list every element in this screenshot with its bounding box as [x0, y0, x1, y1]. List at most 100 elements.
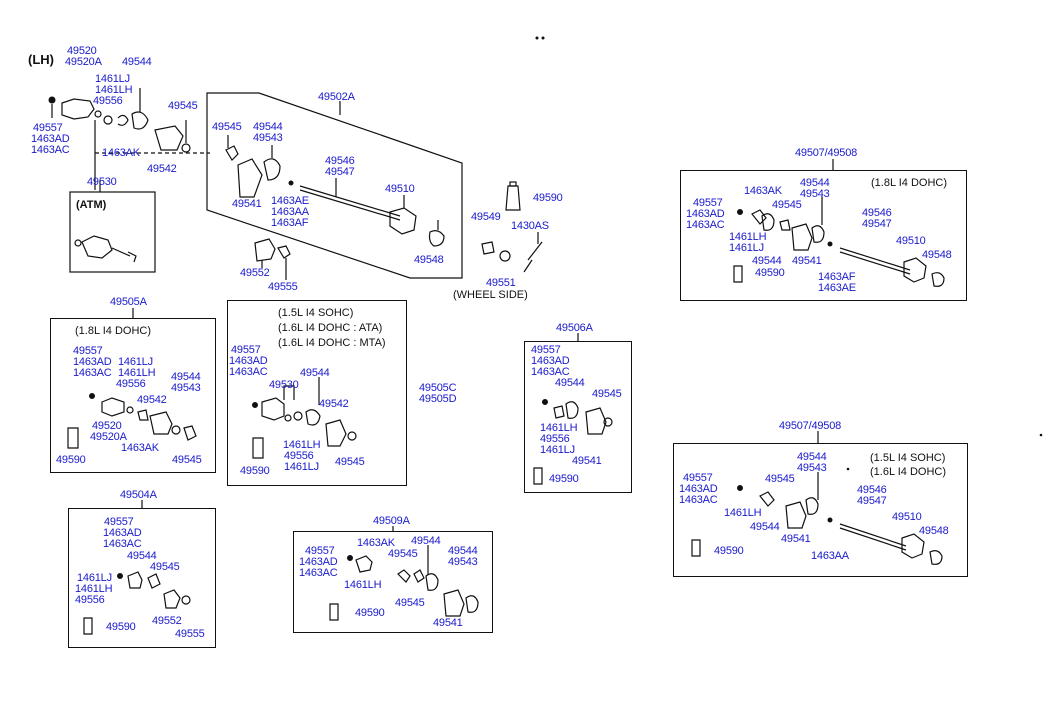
part-label[interactable]: 1463AA	[271, 206, 309, 218]
part-label[interactable]: 49551	[486, 277, 516, 289]
part-label[interactable]: 1461LH	[729, 231, 767, 243]
part-label[interactable]: 49530	[87, 176, 117, 188]
part-label[interactable]: 49590	[240, 465, 270, 477]
part-label[interactable]: 49590	[714, 545, 744, 557]
part-label[interactable]: 49543	[253, 132, 283, 144]
part-label[interactable]: 49557	[531, 344, 561, 356]
part-label[interactable]: 49556	[116, 378, 146, 390]
part-label[interactable]: 1463AD	[686, 208, 725, 220]
part-label[interactable]: 49541	[232, 198, 262, 210]
part-label[interactable]: 1463AC	[531, 366, 570, 378]
part-label[interactable]: 1463AK	[102, 147, 140, 159]
part-label[interactable]: 49545	[150, 561, 180, 573]
part-label[interactable]: 49544	[800, 177, 830, 189]
part-label[interactable]: 49555	[175, 628, 205, 640]
part-label[interactable]: 49541	[792, 255, 822, 267]
part-label[interactable]: 49541	[433, 617, 463, 629]
part-label[interactable]: 49556	[75, 594, 105, 606]
part-label[interactable]: 49543	[448, 556, 478, 568]
part-label[interactable]: 49544	[752, 255, 782, 267]
part-label[interactable]: 49590	[355, 607, 385, 619]
part-label[interactable]: 49590	[755, 267, 785, 279]
part-label[interactable]: 1463AK	[357, 537, 395, 549]
part-label[interactable]: 1461LH	[283, 439, 321, 451]
part-label[interactable]: 49520A	[90, 431, 127, 443]
part-label[interactable]: 1461LJ	[77, 572, 112, 584]
part-label[interactable]: 49544	[750, 521, 780, 533]
part-label[interactable]: 49557	[305, 545, 335, 557]
part-label[interactable]: 49549	[471, 211, 501, 223]
box-title[interactable]: 49507/49508	[779, 420, 842, 432]
part-label[interactable]: 1461LJ	[95, 73, 130, 85]
part-label[interactable]: 49545	[168, 100, 198, 112]
part-label[interactable]: 1463AD	[31, 133, 70, 145]
box-title[interactable]: 49505C	[419, 382, 457, 394]
part-label[interactable]: 1461LH	[724, 507, 762, 519]
part-label[interactable]: 49590	[549, 473, 579, 485]
part-label[interactable]: 49545	[172, 454, 202, 466]
part-label[interactable]: 49541	[781, 533, 811, 545]
part-label[interactable]: 49557	[73, 345, 103, 357]
part-label[interactable]: 49552	[152, 615, 182, 627]
box-title[interactable]: 49505A	[110, 296, 147, 308]
box-title[interactable]: 49507/49508	[795, 147, 858, 159]
part-label[interactable]: 1461LJ	[729, 242, 764, 254]
part-label[interactable]: 1430AS	[511, 220, 549, 232]
part-label[interactable]: 49544	[122, 56, 152, 68]
part-label[interactable]: 49548	[414, 254, 444, 266]
part-label[interactable]: 49590	[533, 192, 563, 204]
part-label[interactable]: 1461LH	[540, 422, 578, 434]
part-label[interactable]: 49542	[137, 394, 167, 406]
part-label[interactable]: 1463AF	[818, 271, 856, 283]
part-label[interactable]: 49555	[268, 281, 298, 293]
part-label[interactable]: 1463AD	[299, 556, 338, 568]
part-label[interactable]: 1463AC	[103, 538, 142, 550]
part-label[interactable]: 49510	[896, 235, 926, 247]
part-label[interactable]: 49544	[253, 121, 283, 133]
part-label[interactable]: 1463AE	[271, 195, 309, 207]
part-label[interactable]: 49544	[797, 451, 827, 463]
part-label[interactable]: 49556	[540, 433, 570, 445]
part-label[interactable]: 49557	[231, 344, 261, 356]
part-label[interactable]: 49557	[104, 516, 134, 528]
part-label[interactable]: 49547	[862, 218, 892, 230]
part-label[interactable]: 49542	[319, 398, 349, 410]
part-label[interactable]: 49541	[572, 455, 602, 467]
part-label[interactable]: 1463AC	[679, 494, 718, 506]
part-label[interactable]: 1463AA	[811, 550, 849, 562]
part-label[interactable]: 49543	[797, 462, 827, 474]
part-label[interactable]: 49546	[325, 155, 355, 167]
part-label[interactable]: 1463AC	[31, 144, 70, 156]
part-label[interactable]: 49545	[388, 548, 418, 560]
part-label[interactable]: 49546	[862, 207, 892, 219]
part-label[interactable]: 1463AC	[229, 366, 268, 378]
part-label[interactable]: 49545	[772, 199, 802, 211]
part-label[interactable]: 1461LJ	[284, 461, 319, 473]
part-label[interactable]: 1463AC	[686, 219, 725, 231]
part-label[interactable]: 49557	[683, 472, 713, 484]
part-label[interactable]: 49544	[411, 535, 441, 547]
part-label[interactable]: 1463AK	[744, 185, 782, 197]
part-label[interactable]: 49543	[171, 382, 201, 394]
part-label[interactable]: 49502A	[318, 91, 355, 103]
part-label[interactable]: 1463AE	[818, 282, 856, 294]
part-label[interactable]: 1461LH	[75, 583, 113, 595]
part-label[interactable]: 1463AC	[299, 567, 338, 579]
part-label[interactable]: 49548	[919, 525, 949, 537]
part-label[interactable]: 49548	[922, 249, 952, 261]
part-label[interactable]: 1463AD	[229, 355, 268, 367]
part-label[interactable]: 1461LH	[118, 367, 156, 379]
part-label[interactable]: 49544	[300, 367, 330, 379]
box-title[interactable]: 49509A	[373, 515, 410, 527]
part-label[interactable]: 49590	[106, 621, 136, 633]
part-label[interactable]: 1461LJ	[540, 444, 575, 456]
part-label[interactable]: 49544	[555, 377, 585, 389]
part-label[interactable]: 49557	[693, 197, 723, 209]
part-label[interactable]: 49544	[448, 545, 478, 557]
part-label[interactable]: 1463AF	[271, 217, 309, 229]
box-title[interactable]: 49506A	[556, 322, 593, 334]
box-title[interactable]: 49505D	[419, 393, 457, 405]
part-label[interactable]: 49545	[395, 597, 425, 609]
part-label[interactable]: 49510	[892, 511, 922, 523]
part-label[interactable]: 49520	[92, 420, 122, 432]
